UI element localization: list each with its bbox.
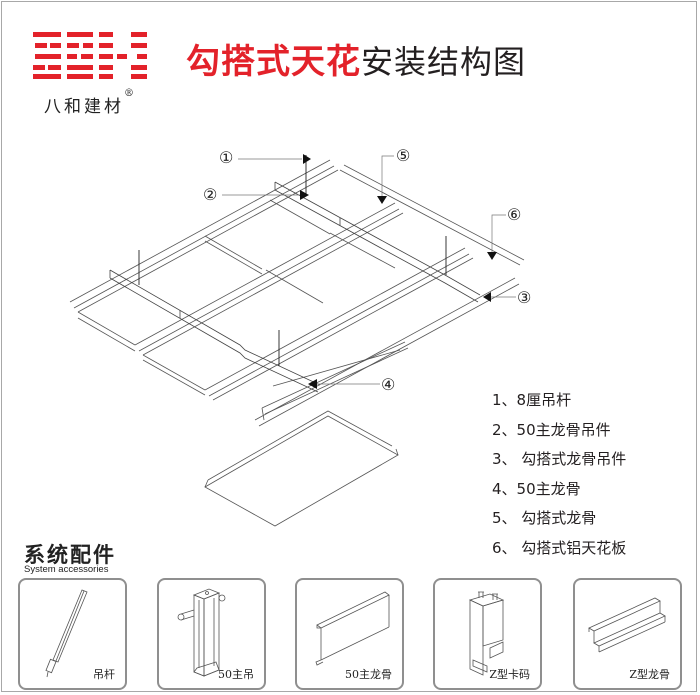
page-title: 勾搭式天花安装结构图: [186, 34, 526, 83]
logo: [33, 32, 151, 80]
callout-1: ①: [219, 148, 311, 167]
threaded-rod-icon: [45, 589, 88, 678]
parts-legend: 1、8厘吊杆 2、50主龙骨吊件 3、 勾搭式龙骨吊件 4、50主龙骨 5、 勾…: [492, 386, 626, 563]
svg-text:①: ①: [219, 148, 233, 167]
legend-item: 3、 勾搭式龙骨吊件: [492, 450, 627, 468]
svg-text:②: ②: [203, 185, 217, 204]
registered-mark: ®: [124, 88, 134, 99]
accessory-card-z-clip: Z型卡码: [433, 578, 542, 690]
brand-name-text: 八和建材: [44, 97, 124, 117]
z-keel-icon: [588, 597, 666, 653]
card-label: 吊杆: [93, 668, 115, 681]
svg-text:③: ③: [517, 288, 531, 307]
callout-2: ②: [203, 185, 309, 204]
svg-text:⑥: ⑥: [507, 205, 521, 224]
accessories-subtitle: System accessories: [24, 564, 109, 575]
title-black-part: 安装结构图: [361, 43, 527, 81]
callouts: ① ② ⑤ ⑥ ③ ④: [203, 146, 531, 394]
bahe-logo-mark-icon: [33, 32, 147, 79]
card-label: Z型龙骨: [629, 668, 670, 681]
svg-text:⑤: ⑤: [396, 146, 410, 165]
card-label: Z型卡码: [489, 668, 530, 681]
accessory-card-main-keel: 50主龙骨: [295, 578, 404, 690]
legend-item: 1、8厘吊杆: [492, 391, 572, 409]
card-label: 50主吊: [218, 668, 254, 681]
hanger-rods: [138, 155, 447, 366]
title-red-part: 勾搭式天花: [186, 42, 361, 82]
accessory-card-z-keel: Z型龙骨: [573, 578, 682, 690]
z-clip-icon: [468, 591, 505, 676]
loose-main-keel: [261, 341, 409, 421]
main-keels: [109, 181, 481, 393]
legend-item: 4、50主龙骨: [492, 479, 581, 498]
legend-item: 5、 勾搭式龙骨: [492, 509, 597, 527]
legend-item: 6、 勾搭式铝天花板: [492, 538, 627, 557]
card-label: 50主龙骨: [345, 668, 392, 681]
c-channel-icon: [315, 591, 390, 666]
callout-4: ④: [308, 375, 395, 394]
main-hanger-icon: [177, 588, 226, 677]
accessory-card-rod: 吊杆: [18, 578, 127, 690]
legend-item: 2、50主龙骨吊件: [492, 420, 611, 439]
callout-5: ⑤: [377, 146, 410, 204]
svg-text:④: ④: [381, 375, 395, 394]
accessories-title: 系统配件: [24, 543, 116, 567]
callout-3: ③: [483, 288, 531, 307]
panel-edges: [77, 164, 525, 396]
callout-6: ⑥: [487, 205, 521, 260]
accessory-card-main-hanger: 50主吊: [157, 578, 266, 690]
hook-keels: [69, 159, 520, 427]
loose-ceiling-panel: [204, 410, 399, 527]
ceiling-grid: [69, 155, 525, 527]
ceiling-structure-diagram: ① ② ⑤ ⑥ ③ ④: [69, 146, 531, 527]
brand-name: 八和建材®: [44, 88, 134, 117]
